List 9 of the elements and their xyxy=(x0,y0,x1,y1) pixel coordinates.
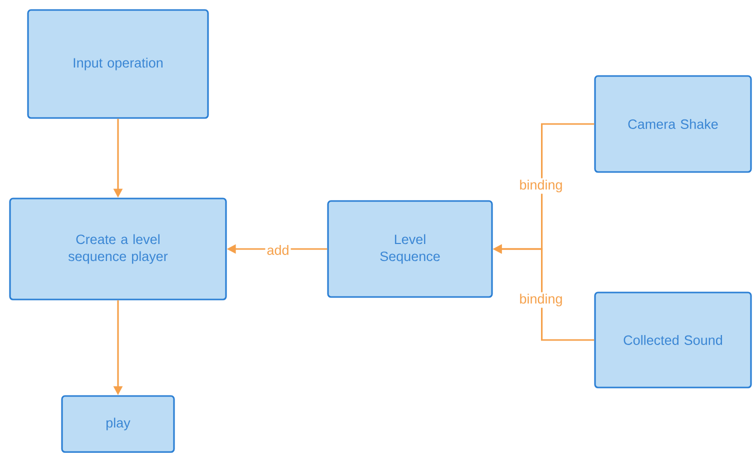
edge-label: binding xyxy=(518,292,564,308)
process-box: play xyxy=(61,395,175,453)
process-box: Create a level sequence player xyxy=(9,198,227,300)
process-box: Camera Shake xyxy=(594,75,752,173)
edge-label: add xyxy=(265,244,291,256)
process-box: Collected Sound xyxy=(594,292,752,388)
edge-label: binding xyxy=(518,178,564,194)
process-box: Input operation xyxy=(27,9,209,119)
process-box: Level Sequence xyxy=(327,200,493,298)
